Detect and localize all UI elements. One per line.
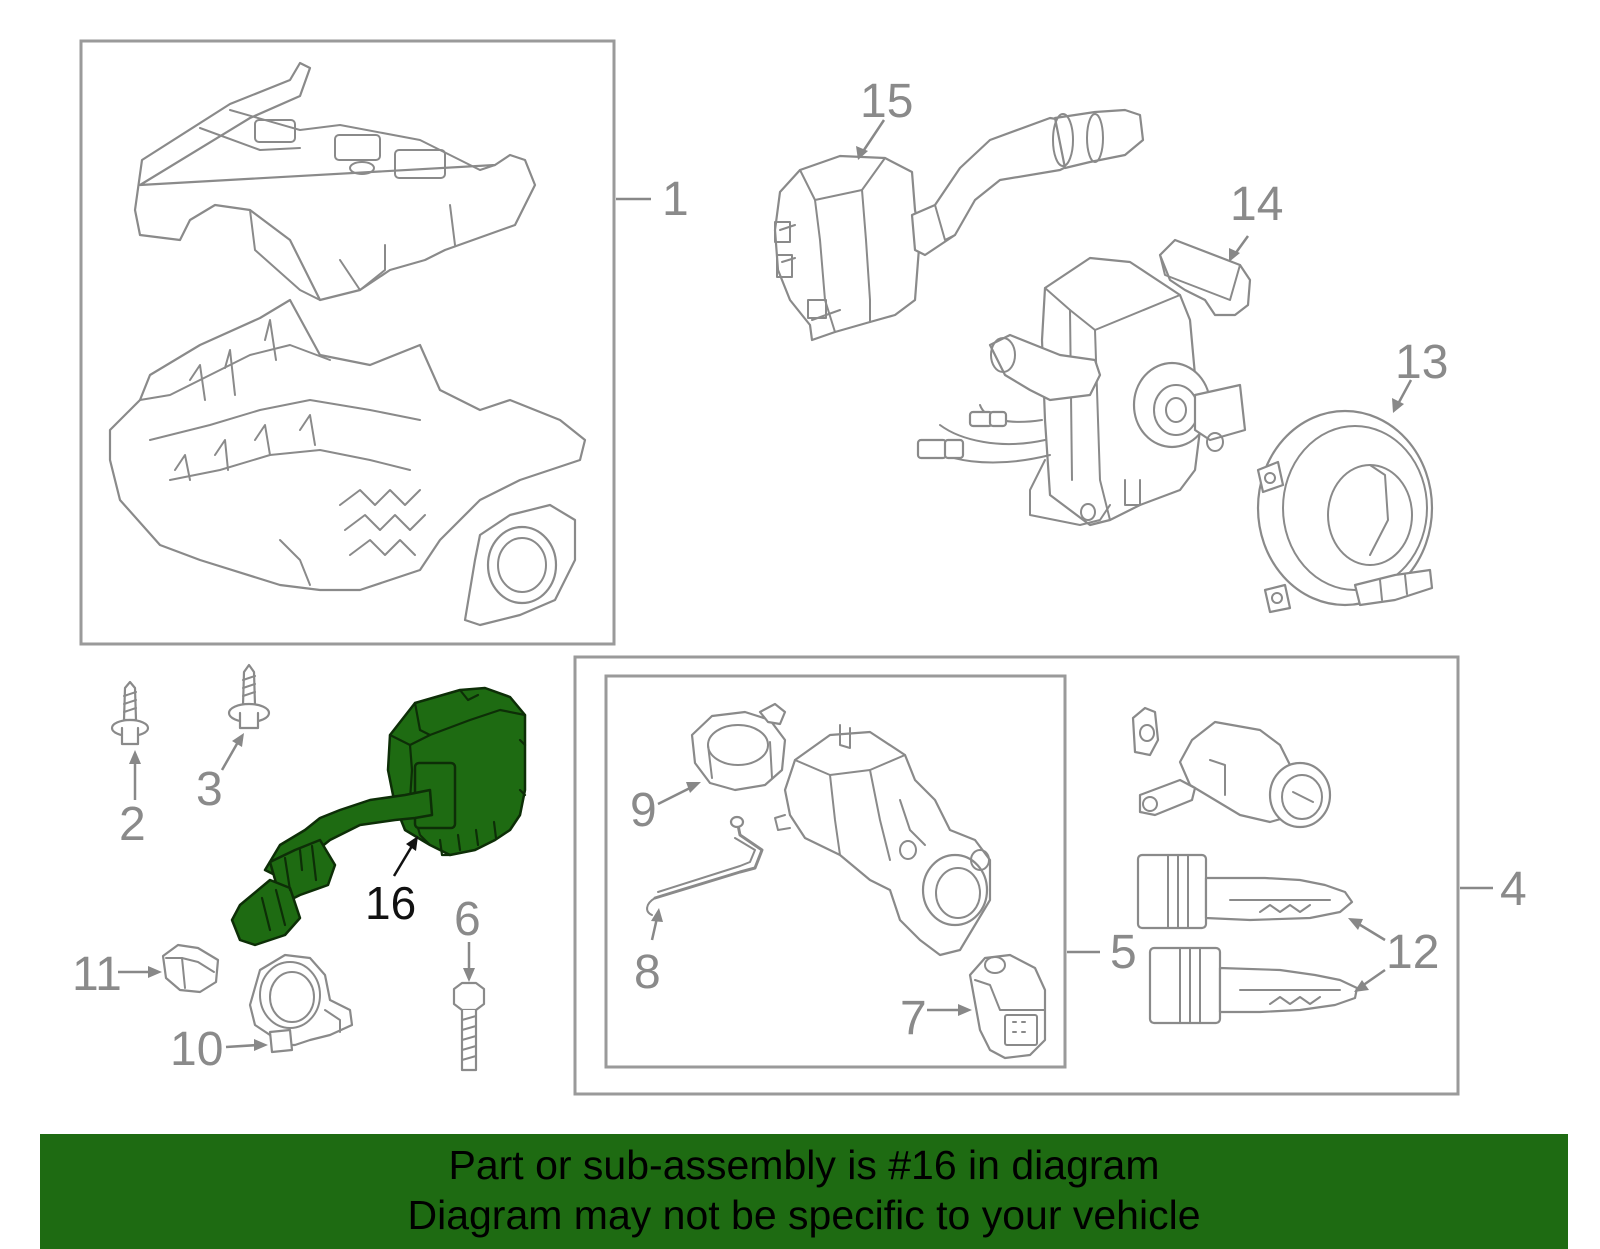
callout-2: 2 (119, 798, 146, 851)
banner-line-1: Part or sub-assembly is #16 in diagram (448, 1142, 1160, 1188)
part-5-group-box (604, 674, 1067, 1069)
callout-3: 3 (196, 763, 223, 816)
key-part-12-upper[interactable] (1136, 853, 1354, 930)
banner-line-2: Diagram may not be specific to your vehi… (407, 1192, 1201, 1238)
clock-spring-part-13[interactable] (1256, 409, 1434, 614)
callout-10: 10 (170, 1023, 223, 1076)
callout-7: 7 (900, 992, 927, 1045)
callout-4: 4 (1500, 863, 1527, 916)
callout-11: 11 (72, 948, 122, 1001)
callout-14: 14 (1230, 178, 1283, 231)
sensor-ring-part-10[interactable] (248, 953, 354, 1054)
combination-switch-part-16[interactable] (230, 686, 527, 947)
screw-part-3[interactable] (227, 663, 271, 730)
bolt-part-6[interactable] (452, 981, 486, 1072)
part-1-group-box (79, 39, 616, 646)
callout-12: 12 (1386, 926, 1439, 979)
callout-9: 9 (630, 784, 657, 837)
clip-part-11[interactable] (161, 943, 220, 994)
callout-13: 13 (1395, 336, 1448, 389)
rod-part-8[interactable] (646, 815, 764, 916)
steering-column-shroud[interactable] (108, 61, 587, 627)
key-part-12-lower[interactable] (1148, 946, 1359, 1025)
callout-8: 8 (634, 946, 661, 999)
callout-15: 15 (860, 75, 913, 128)
part-4-group-box (573, 655, 1460, 1096)
ignition-switch-part-14[interactable] (916, 238, 1252, 527)
lock-cylinder[interactable] (1131, 706, 1332, 829)
callout-5: 5 (1110, 926, 1137, 979)
info-banner: Part or sub-assembly is #16 in diagram D… (40, 1134, 1568, 1249)
callout-16: 16 (365, 877, 416, 929)
connector-part-7[interactable] (968, 953, 1047, 1060)
steering-lock-housing[interactable] (774, 724, 992, 957)
lock-ring-part-9[interactable] (690, 702, 787, 792)
multifunction-switch-part-15[interactable] (773, 108, 1145, 342)
screw-part-2[interactable] (110, 680, 150, 746)
callout-1: 1 (662, 173, 689, 226)
callout-6: 6 (454, 893, 481, 946)
